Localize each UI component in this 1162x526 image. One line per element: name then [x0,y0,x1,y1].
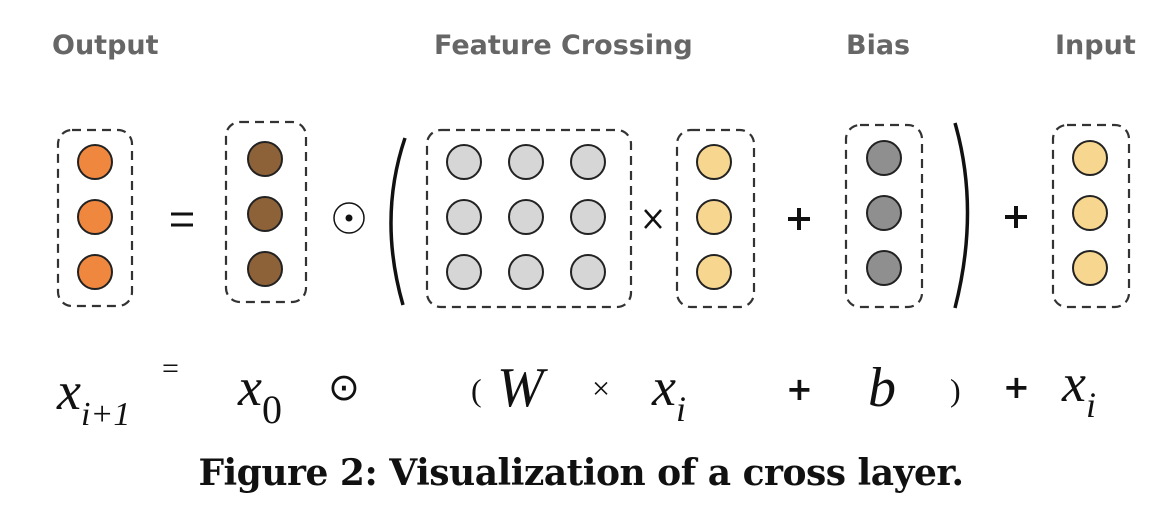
equation-bias: b [868,357,896,419]
hadamard-operator-icon [333,202,365,234]
input-vector-box [1051,123,1131,309]
weight-matrix-node [508,254,544,290]
equation-open-paren: ( [471,372,482,408]
equals-sign [171,212,193,227]
bias-node [866,195,902,231]
equation-plus: + [1003,368,1030,406]
input-node [1072,250,1108,286]
times-operator-icon [644,209,662,229]
bias-node [866,140,902,176]
equation-times: × [592,370,611,406]
weight-matrix-node [570,254,606,290]
equation-equals: = [162,352,179,385]
weight-matrix-node [446,144,482,180]
output-vector-box [56,128,134,308]
equation-xi: xi [652,357,686,429]
weight-matrix-node [446,254,482,290]
equation-residual-xi: xi [1062,353,1096,425]
weight-matrix-node [570,144,606,180]
bias-node [866,250,902,286]
plus-operator-icon [1005,206,1027,228]
weight-matrix-node [570,199,606,235]
label-bias: Bias [846,30,911,61]
xi-node [696,254,732,290]
equation-hadamard: ⊙ [328,367,360,409]
output-node [77,254,113,290]
x0-vector-box [224,120,308,304]
input-node [1072,195,1108,231]
x0-node [247,141,283,177]
close-paren-large [953,122,970,309]
equation-x0: x0 [238,357,282,432]
vector-diagram [56,120,1131,309]
weight-matrix-node [508,199,544,235]
weight-matrix-node [446,199,482,235]
weight-matrix-node [508,144,544,180]
input-node [1072,140,1108,176]
x0-node [247,196,283,232]
bias-vector-box [844,123,924,309]
equation-plus: + [786,370,813,408]
label-output: Output [52,30,159,61]
equation-weight: W [497,357,544,419]
x0-node [247,251,283,287]
open-paren-large [389,137,407,306]
xi-node [696,199,732,235]
xi-node [696,144,732,180]
plus-operator-icon [788,208,810,230]
output-node [77,144,113,180]
equation-close-paren: ) [950,372,961,408]
label-input: Input [1055,30,1136,61]
figure-caption: Figure 2: Visualization of a cross layer… [198,452,964,494]
output-node [77,199,113,235]
label-feature-crossing: Feature Crossing [434,30,693,61]
weight-matrix-box [425,128,633,309]
equation-output: xi+1 [57,361,131,433]
